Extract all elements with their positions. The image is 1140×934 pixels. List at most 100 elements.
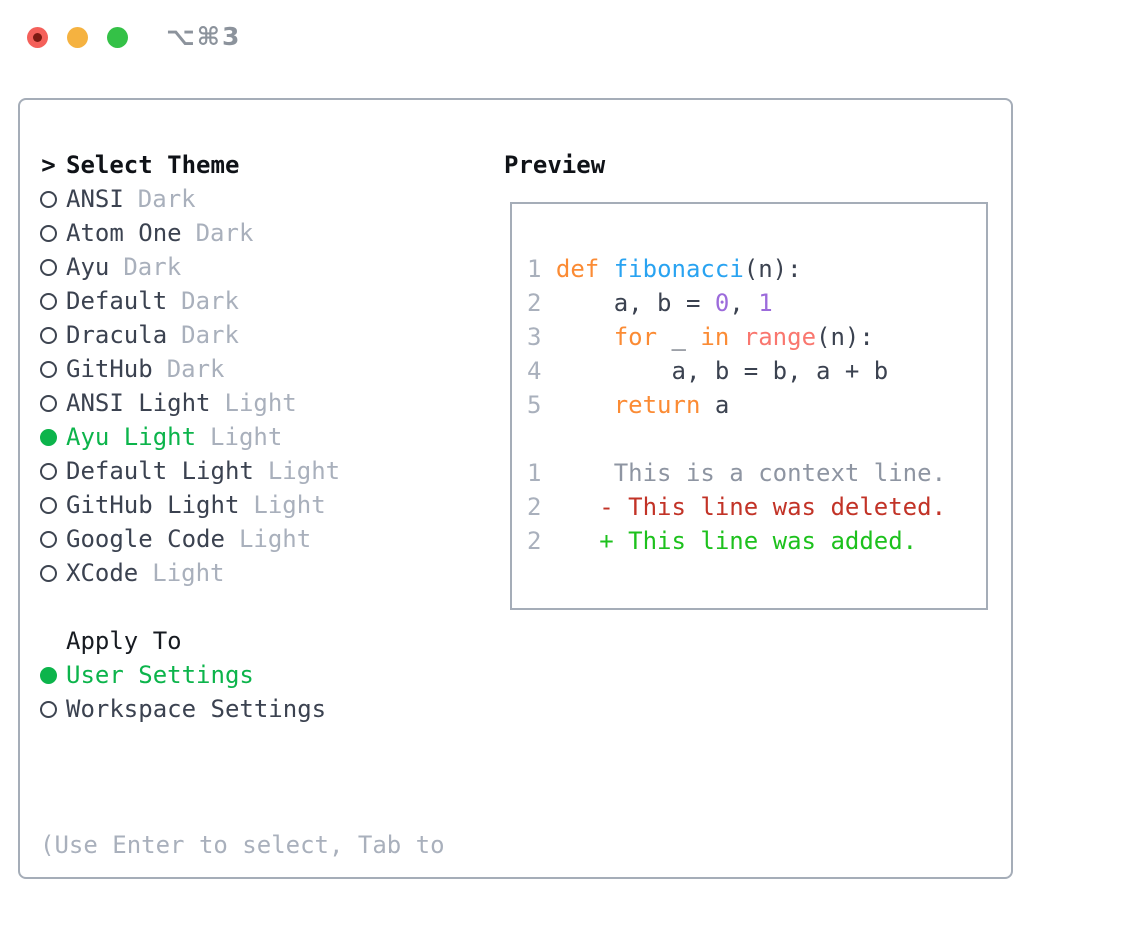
- code-segment-default: a: [700, 391, 730, 419]
- code-segment-default: [729, 323, 743, 351]
- theme-option-default[interactable]: Default Dark: [20, 284, 445, 318]
- code-line: 5 return a: [527, 388, 946, 422]
- option-label: XCode: [66, 559, 139, 587]
- radio-slot: [40, 462, 57, 480]
- option-tag: Dark: [181, 287, 239, 315]
- focus-cursor: >: [41, 151, 56, 179]
- option-label: GitHub: [66, 355, 153, 383]
- theme-option-ayu[interactable]: Ayu Dark: [20, 250, 445, 284]
- apply-option-user-settings[interactable]: User Settings: [20, 658, 445, 692]
- radio-icon: [40, 564, 57, 582]
- radio-slot: [40, 292, 57, 310]
- option-label: Ayu Light: [66, 423, 197, 451]
- code-segment-default: [599, 255, 613, 283]
- option-label: User Settings: [66, 661, 254, 689]
- apply-to-list: User Settings Workspace Settings: [20, 658, 445, 726]
- theme-option-default-light[interactable]: Default Light Light: [20, 454, 445, 488]
- radio-slot: [40, 428, 57, 446]
- radio-icon: [40, 224, 57, 242]
- option-tag: Dark: [137, 185, 196, 213]
- code-segment-number: 0: [714, 289, 730, 317]
- theme-option-github[interactable]: GitHub Dark: [20, 352, 445, 386]
- theme-option-ansi[interactable]: ANSI Dark: [20, 182, 445, 216]
- option-label: Dracula: [66, 321, 168, 349]
- code-segment-default: a, b =: [541, 289, 715, 317]
- line-number: 2: [527, 289, 542, 317]
- line-number: 4: [527, 357, 542, 385]
- radio-icon: [40, 530, 57, 548]
- radio-slot: [40, 564, 57, 582]
- code-segment-number: 1: [758, 289, 773, 317]
- code-segment-context: This is a context line.: [541, 459, 947, 487]
- radio-slot: [40, 666, 57, 684]
- radio-icon: [40, 462, 57, 480]
- line-number: 2: [527, 493, 542, 521]
- close-button-dot: [33, 33, 42, 42]
- theme-option-xcode[interactable]: XCode Light: [20, 556, 445, 590]
- radio-icon: [40, 292, 57, 310]
- line-number: 1: [527, 459, 542, 487]
- theme-option-github-light[interactable]: GitHub Light Light: [20, 488, 445, 522]
- radio-icon: [40, 394, 57, 412]
- code-segment-keyword: def: [555, 255, 600, 283]
- option-tag: Light: [224, 389, 297, 417]
- code-segment-default: [541, 323, 613, 351]
- code-segment-default: _: [657, 323, 701, 351]
- theme-picker-panel: > Select Theme ANSI Dark Atom One Dark A…: [18, 98, 1013, 934]
- option-tag: Light: [253, 491, 326, 519]
- code-segment-function: fibonacci: [613, 255, 744, 283]
- code-line: [527, 422, 946, 456]
- theme-option-ayu-light[interactable]: Ayu Light Light: [20, 420, 445, 454]
- option-tag: Dark: [123, 253, 182, 281]
- option-label: ANSI: [66, 185, 124, 213]
- option-label: ANSI Light: [66, 389, 211, 417]
- radio-icon: [40, 700, 57, 718]
- radio-slot: [40, 496, 57, 514]
- window-shortcut-label: ⌥⌘3: [166, 22, 242, 51]
- close-button[interactable]: [27, 27, 48, 48]
- theme-list: ANSI Dark Atom One Dark Ayu Dark Default…: [20, 182, 445, 590]
- option-tag: Light: [152, 559, 225, 587]
- code-segment-keyword: return: [613, 391, 701, 419]
- spacer: [20, 590, 445, 624]
- minimize-button[interactable]: [67, 27, 88, 48]
- theme-list-column: > Select Theme ANSI Dark Atom One Dark A…: [20, 148, 445, 934]
- code-line: 2 - This line was deleted.: [527, 490, 946, 524]
- line-number: 5: [527, 391, 542, 419]
- code-line: 1 def fibonacci(n):: [527, 252, 946, 286]
- radio-icon: [40, 190, 57, 208]
- radio-slot: [40, 360, 57, 378]
- line-number: 3: [527, 323, 542, 351]
- line-number: 2: [527, 527, 542, 555]
- radio-icon: [40, 326, 57, 344]
- radio-slot: [40, 326, 57, 344]
- code-segment-default: a, b = b, a + b: [541, 357, 889, 385]
- radio-slot: [40, 700, 57, 718]
- theme-option-google-code[interactable]: Google Code Light: [20, 522, 445, 556]
- code-segment-default: (n):: [743, 255, 802, 283]
- theme-option-atom-one[interactable]: Atom One Dark: [20, 216, 445, 250]
- code-line: 2 + This line was added.: [527, 524, 946, 558]
- hint-line-1: (Use Enter to select, Tab to: [40, 831, 445, 859]
- code-line: 1 This is a context line.: [527, 456, 946, 490]
- option-tag: Dark: [195, 219, 254, 247]
- code-segment-keyword: in: [700, 323, 730, 351]
- theme-option-dracula[interactable]: Dracula Dark: [20, 318, 445, 352]
- theme-option-ansi-light[interactable]: ANSI Light Light: [20, 386, 445, 420]
- apply-option-workspace-settings[interactable]: Workspace Settings: [20, 692, 445, 726]
- code-segment-deleted: - This line was deleted.: [541, 493, 947, 521]
- code-segment-default: [541, 255, 555, 283]
- option-label: GitHub Light: [66, 491, 240, 519]
- radio-icon: [40, 428, 57, 446]
- radio-icon: [40, 496, 57, 514]
- line-number: 1: [527, 255, 542, 283]
- preview-header: Preview: [504, 151, 606, 179]
- maximize-button[interactable]: [107, 27, 128, 48]
- code-segment-default: ,: [729, 289, 759, 317]
- radio-slot: [40, 394, 57, 412]
- apply-to-header-row: Apply To: [20, 624, 445, 658]
- select-theme-header-row: > Select Theme: [20, 148, 445, 182]
- code-segment-keyword: for: [613, 323, 658, 351]
